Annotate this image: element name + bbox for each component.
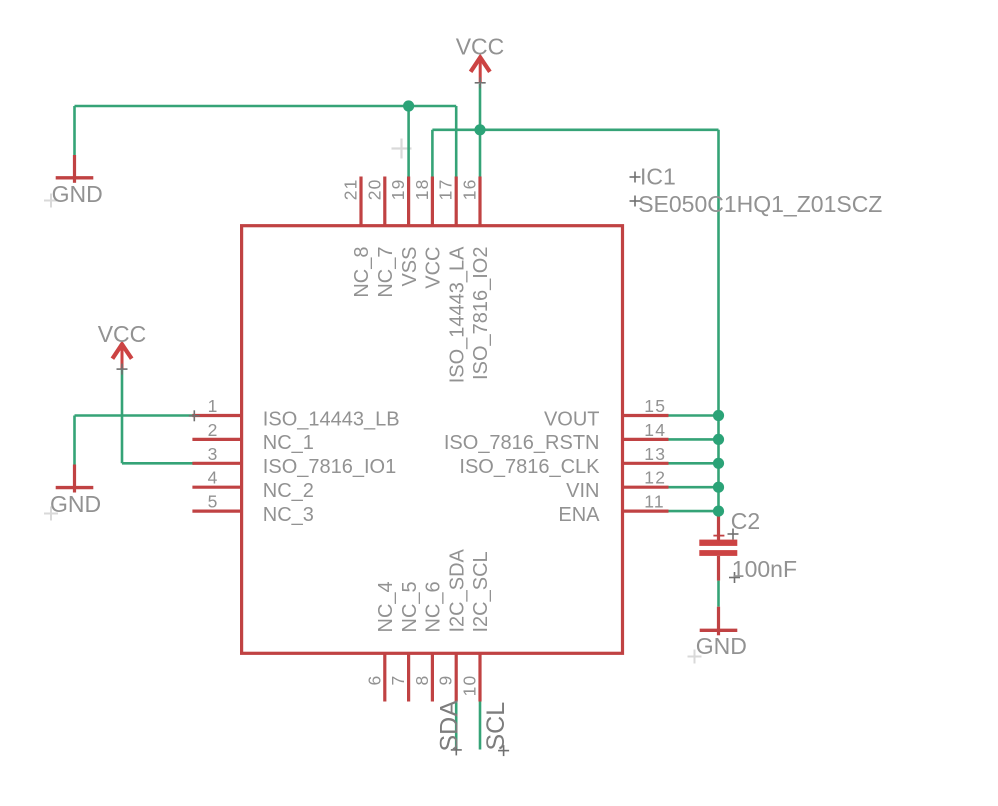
svg-text:NC_6: NC_6: [423, 581, 445, 632]
svg-text:12: 12: [644, 468, 666, 488]
svg-text:11: 11: [644, 492, 665, 512]
svg-text:ISO_14443_LB: ISO_14443_LB: [263, 408, 400, 430]
svg-text:ISO_7816_RSTN: ISO_7816_RSTN: [444, 432, 600, 454]
svg-text:8: 8: [412, 675, 432, 686]
svg-text:C2: C2: [731, 508, 760, 534]
svg-text:VCC: VCC: [456, 34, 505, 60]
svg-text:ISO_7816_CLK: ISO_7816_CLK: [459, 456, 600, 478]
svg-text:19: 19: [388, 178, 408, 200]
svg-text:GND: GND: [50, 491, 101, 517]
svg-text:10: 10: [460, 675, 480, 697]
svg-text:16: 16: [460, 178, 480, 200]
svg-text:NC_2: NC_2: [263, 480, 314, 502]
svg-text:VCC: VCC: [423, 247, 445, 289]
svg-text:ENA: ENA: [558, 504, 600, 526]
svg-text:ISO_14443_LA: ISO_14443_LA: [446, 246, 468, 383]
svg-text:NC_3: NC_3: [263, 504, 314, 526]
svg-text:1: 1: [208, 396, 219, 416]
svg-text:VSS: VSS: [399, 247, 421, 287]
svg-text:NC_7: NC_7: [375, 247, 397, 298]
svg-text:20: 20: [364, 178, 384, 200]
svg-text:VOUT: VOUT: [544, 408, 600, 430]
svg-text:ISO_7816_IO2: ISO_7816_IO2: [470, 247, 492, 380]
svg-text:GND: GND: [52, 181, 103, 207]
svg-text:3: 3: [208, 444, 219, 464]
svg-text:I2C_SDA: I2C_SDA: [446, 548, 468, 632]
svg-text:SCL: SCL: [482, 702, 510, 751]
svg-text:NC_5: NC_5: [399, 581, 421, 632]
svg-text:4: 4: [208, 468, 219, 488]
svg-text:ISO_7816_IO1: ISO_7816_IO1: [263, 456, 396, 478]
svg-text:15: 15: [644, 396, 666, 416]
svg-text:18: 18: [412, 178, 432, 200]
svg-text:9: 9: [436, 675, 456, 686]
svg-text:SE050C1HQ1_Z01SCZ: SE050C1HQ1_Z01SCZ: [638, 191, 882, 217]
svg-text:SDA: SDA: [435, 700, 463, 752]
svg-text:17: 17: [436, 178, 456, 200]
svg-text:I2C_SCL: I2C_SCL: [470, 551, 492, 632]
svg-text:13: 13: [644, 444, 666, 464]
svg-text:NC_1: NC_1: [263, 432, 314, 454]
svg-text:21: 21: [341, 178, 361, 200]
svg-text:VCC: VCC: [98, 321, 147, 347]
svg-text:NC_4: NC_4: [375, 581, 397, 632]
svg-text:IC1: IC1: [640, 164, 676, 190]
svg-text:2: 2: [208, 420, 219, 440]
svg-text:GND: GND: [696, 633, 747, 659]
svg-text:6: 6: [364, 675, 384, 686]
svg-text:14: 14: [644, 420, 666, 440]
svg-text:5: 5: [208, 492, 219, 512]
svg-text:VIN: VIN: [566, 480, 599, 502]
svg-text:7: 7: [388, 675, 408, 686]
svg-text:NC_8: NC_8: [351, 247, 373, 298]
svg-text:100nF: 100nF: [732, 556, 797, 582]
